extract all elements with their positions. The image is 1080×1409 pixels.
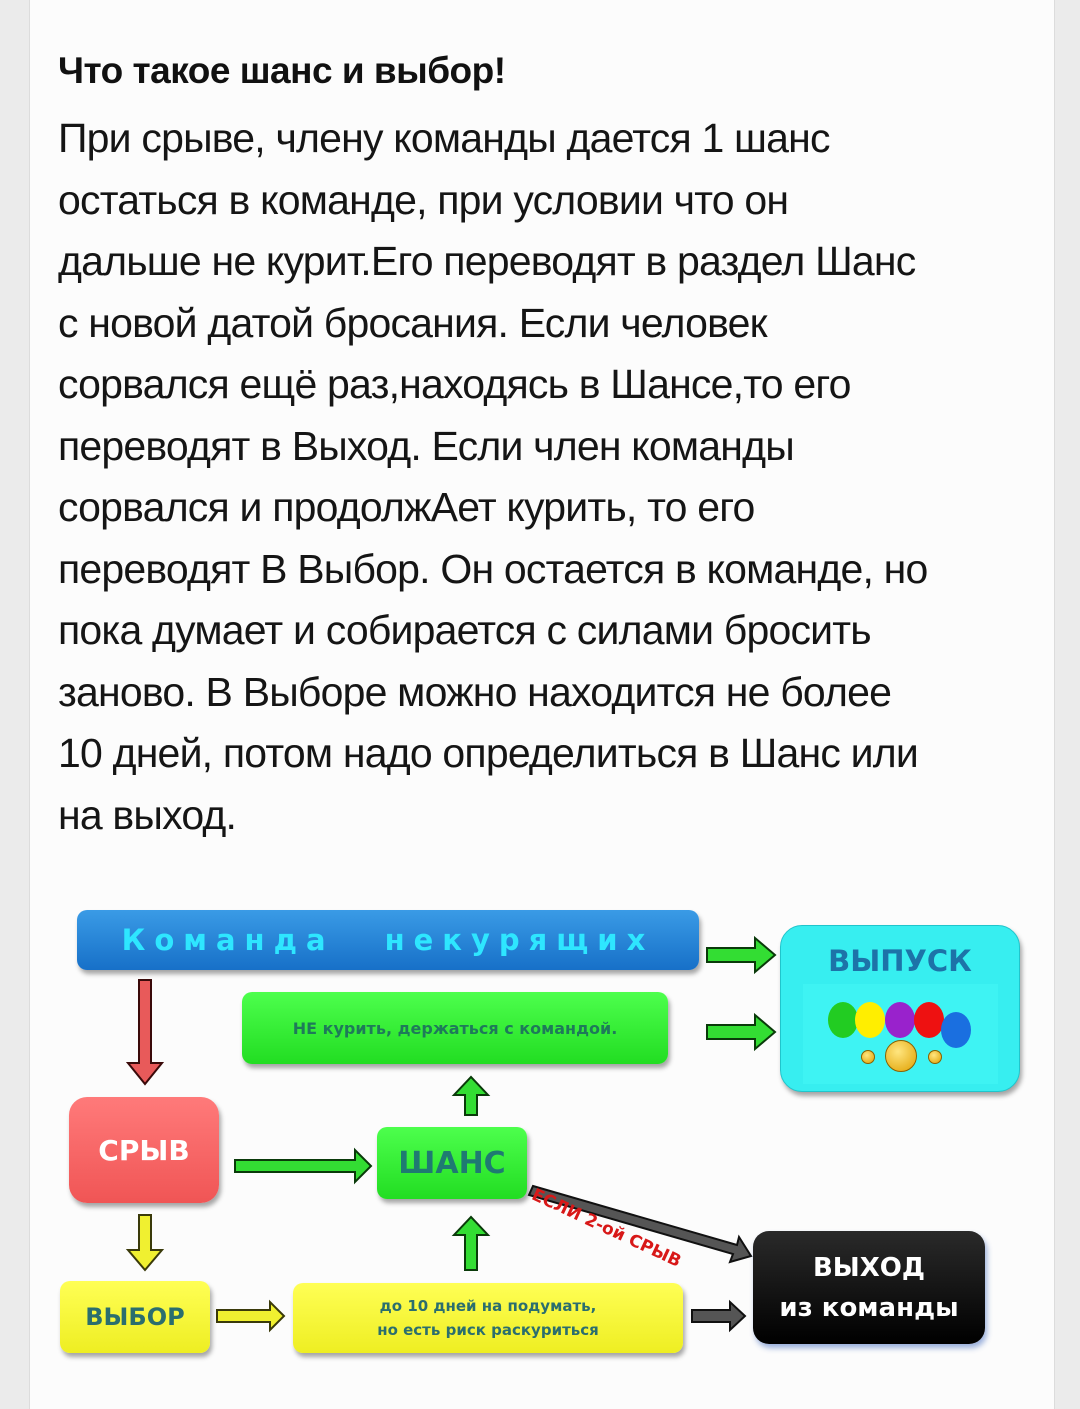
arrow-down-icon [125, 1214, 165, 1272]
team-box: Команда некурящих [77, 910, 699, 970]
body-line: сорвался ещё раз,находясь в Шансе,то его [58, 361, 851, 407]
body-line: сорвался и продолжАет курить, то его [58, 484, 755, 530]
chance-box: ШАНС [377, 1127, 527, 1199]
arrow-up-icon [451, 1215, 491, 1271]
team-word1: Команда [121, 923, 335, 957]
arrow-up-icon [451, 1075, 491, 1116]
body-line: на выход. [58, 791, 237, 838]
chance-label: ШАНС [398, 1145, 506, 1181]
think-box: до 10 дней на подумать, но есть риск рас… [293, 1283, 683, 1353]
arrows-layer [125, 935, 777, 1333]
choice-box: ВЫБОР [60, 1281, 210, 1353]
think-line2: но есть риск раскуриться [377, 1321, 599, 1339]
smiley-icon [860, 1050, 875, 1064]
exit-line2: из команды [779, 1292, 959, 1323]
flow-diagram-image[interactable]: Команда некурящих НЕ курить, держаться с… [55, 900, 1035, 1370]
post-title: Что такое шанс и выбор! [58, 50, 506, 91]
arrow-right-icon [706, 935, 777, 1052]
smiley-icon [884, 1040, 917, 1072]
body-line: При срыве, члену команды дается 1 шанс [58, 115, 830, 161]
body-line: пока думает и собирается с силами бросит… [58, 607, 872, 653]
think-line1: до 10 дней на подумать, [379, 1297, 597, 1315]
team-word2: некурящих [384, 923, 655, 957]
body-line: 10 дней, потом надо определиться в Шанс … [58, 730, 919, 776]
arrow-down-icon [125, 979, 165, 1086]
body-line: остаться в команде, при условии что он [58, 176, 789, 223]
choice-label: ВЫБОР [85, 1303, 185, 1331]
arrow-right-icon [234, 1147, 373, 1185]
arrow-diagonal-icon [527, 1184, 753, 1264]
arrow-right-icon [691, 1299, 747, 1333]
arrow-right-icon [216, 1299, 286, 1333]
no-smoke-box: НЕ курить, держаться с командой. [242, 992, 668, 1064]
relapse-label: СРЫВ [98, 1133, 190, 1167]
release-box: ВЫПУСК [780, 925, 1020, 1092]
relapse-box: СРЫВ [69, 1097, 219, 1203]
body-line: переводят В Выбор. Он остается в команде… [58, 545, 928, 592]
body-line: заново. В Выборе можно находится не боле… [58, 668, 892, 715]
body-line: дальше не курит.Его переводят в раздел Ш… [58, 238, 916, 284]
no-smoke-label: НЕ курить, держаться с командой. [292, 1018, 618, 1038]
release-label: ВЫПУСК [828, 944, 972, 978]
balloons-icon [802, 984, 998, 1084]
body-line: с новой датой бросания. Если человек [58, 299, 768, 346]
exit-box: ВЫХОД из команды [753, 1231, 985, 1344]
body-line: переводят в Выход. Если член команды [58, 422, 795, 469]
smiley-icon [927, 1050, 942, 1064]
post-body: При срыве, члену команды дается 1 шанс о… [58, 108, 1038, 846]
exit-line1: ВЫХОД [812, 1252, 926, 1283]
